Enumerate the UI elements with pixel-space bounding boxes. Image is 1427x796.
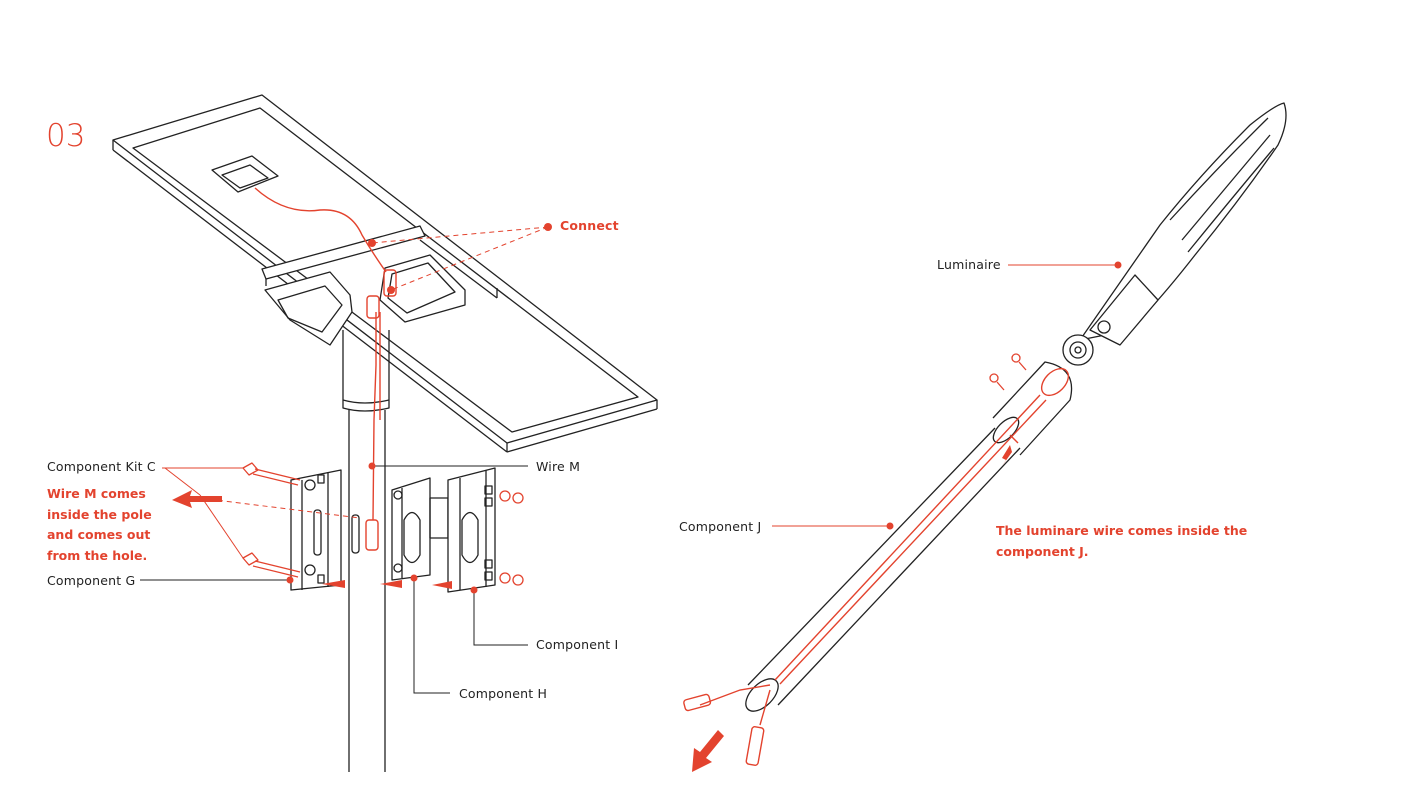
leader-lines-right [772,261,1122,530]
luminaire-note-line: component J. [996,543,1089,559]
direction-arrows-right [692,445,1012,772]
component-i-clamp [447,467,496,593]
screws [989,353,1027,391]
leader-lines-left [140,465,528,694]
component-h-clamp [391,477,449,581]
wire-m-note-line: from the hole. [47,547,148,563]
wire-m-note-line: Wire M comes [47,486,146,501]
connect-markers [368,223,552,294]
luminaire-head [1062,102,1287,366]
component-h-label: Component H [459,686,548,701]
panel-bracket [261,225,498,346]
luminaire-wire [683,367,1070,766]
connect-label: Connect [560,218,619,233]
component-j-label: Component J [679,519,762,534]
wire-m-label: Wire M [536,459,581,474]
step-number: 03 [46,118,86,154]
luminaire-label: Luminaire [937,257,1001,272]
pole [342,330,390,772]
wire-m-note-line: and comes out [47,527,151,542]
component-i-label: Component I [536,637,619,652]
direction-arrows-left [172,490,452,589]
component-g-label: Component G [47,573,136,588]
component-kit-c-label: Component Kit C [47,459,156,474]
wire-m-note-line: inside the pole [47,506,152,522]
wire-m-note: Wire M comes inside the pole and comes o… [47,484,152,566]
panel-wire [254,187,387,273]
nuts-washers [499,490,524,586]
wire-m [372,312,377,521]
luminaire-note-line: The luminare wire comes inside the [996,523,1248,538]
bolts [242,462,301,578]
luminaire-wire-note: The luminare wire comes inside the compo… [996,521,1247,562]
